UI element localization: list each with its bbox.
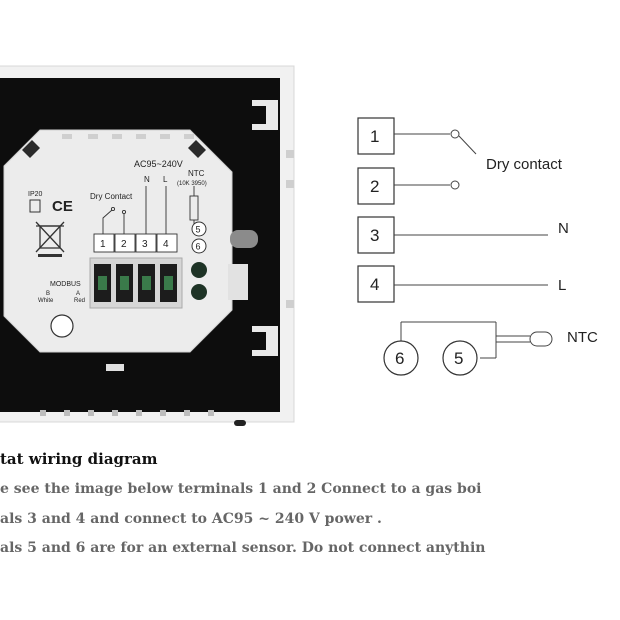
n-label: N [144, 175, 150, 184]
device-terminal-4: 4 [163, 239, 169, 250]
svg-text:White: White [38, 298, 54, 304]
svg-text:Red: Red [74, 298, 85, 304]
diagram-terminal-3: 3 [370, 226, 379, 245]
diagram-terminal-box-2 [357, 167, 395, 205]
diagram-terminal-1: 1 [370, 127, 379, 146]
weee-bin-icon [35, 221, 65, 253]
ntc-sensor-probe [529, 331, 553, 347]
device-terminal-1: 1 [100, 239, 106, 250]
svg-text:6: 6 [395, 349, 404, 368]
modbus-port [50, 314, 74, 338]
device-terminal-2: 2 [121, 239, 127, 250]
modbus-label: MODBUS [50, 281, 81, 288]
device-terminal-boxes [93, 233, 178, 253]
device-terminal-3: 3 [142, 239, 148, 250]
side-switch [230, 230, 258, 248]
ip-rating-icon [29, 199, 41, 213]
diagram-l-label: L [558, 277, 566, 294]
description-heading: tat wiring diagram [0, 450, 158, 468]
l-label: L [163, 175, 168, 184]
dry-contact-label: Dry Contact [90, 192, 133, 201]
svg-text:A: A [76, 291, 80, 297]
diagram-ntc-label: NTC [567, 329, 598, 346]
description-line-2: als 3 and 4 and connect to AC95 ~ 240 V … [0, 511, 382, 527]
svg-text:5: 5 [454, 349, 463, 368]
ntc-label: NTC [188, 169, 205, 178]
wiring-diagram: 1 2 3 4 Dry contact N L NTC 6 5 [357, 117, 598, 376]
svg-text:B: B [46, 291, 50, 297]
thermostat-back-photo: IP20 CE AC95~240V Dry Contact N L NTC (1… [0, 65, 295, 426]
diagram-terminal-box-4 [357, 265, 395, 303]
diagram-dry-contact-label: Dry contact [486, 156, 563, 173]
diagram-terminal-box-1 [357, 117, 395, 155]
description-line-1: e see the image below terminals 1 and 2 … [0, 481, 482, 497]
ip-rating-label: IP20 [28, 191, 43, 198]
diagram-ntc-terminal-5 [442, 340, 478, 376]
diagram-terminal-4: 4 [370, 275, 379, 294]
ce-mark: CE [52, 198, 73, 215]
diagram-n-label: N [558, 220, 569, 237]
diagram-terminal-2: 2 [370, 177, 379, 196]
device-ntc-terminal-6 [191, 238, 207, 254]
description-line-3: als 5 and 6 are for an external sensor. … [0, 540, 486, 556]
device-ntc-terminal-5 [191, 221, 207, 237]
terminal-block [89, 257, 183, 309]
ntc-screw-top [191, 262, 207, 278]
svg-text:6: 6 [196, 242, 201, 252]
ntc-screw-bottom [191, 284, 207, 300]
svg-text:5: 5 [196, 225, 201, 235]
ntc-spec-label: (10K 3950) [177, 181, 207, 187]
voltage-label: AC95~240V [134, 159, 183, 169]
diagram-ntc-terminal-6 [383, 340, 419, 376]
